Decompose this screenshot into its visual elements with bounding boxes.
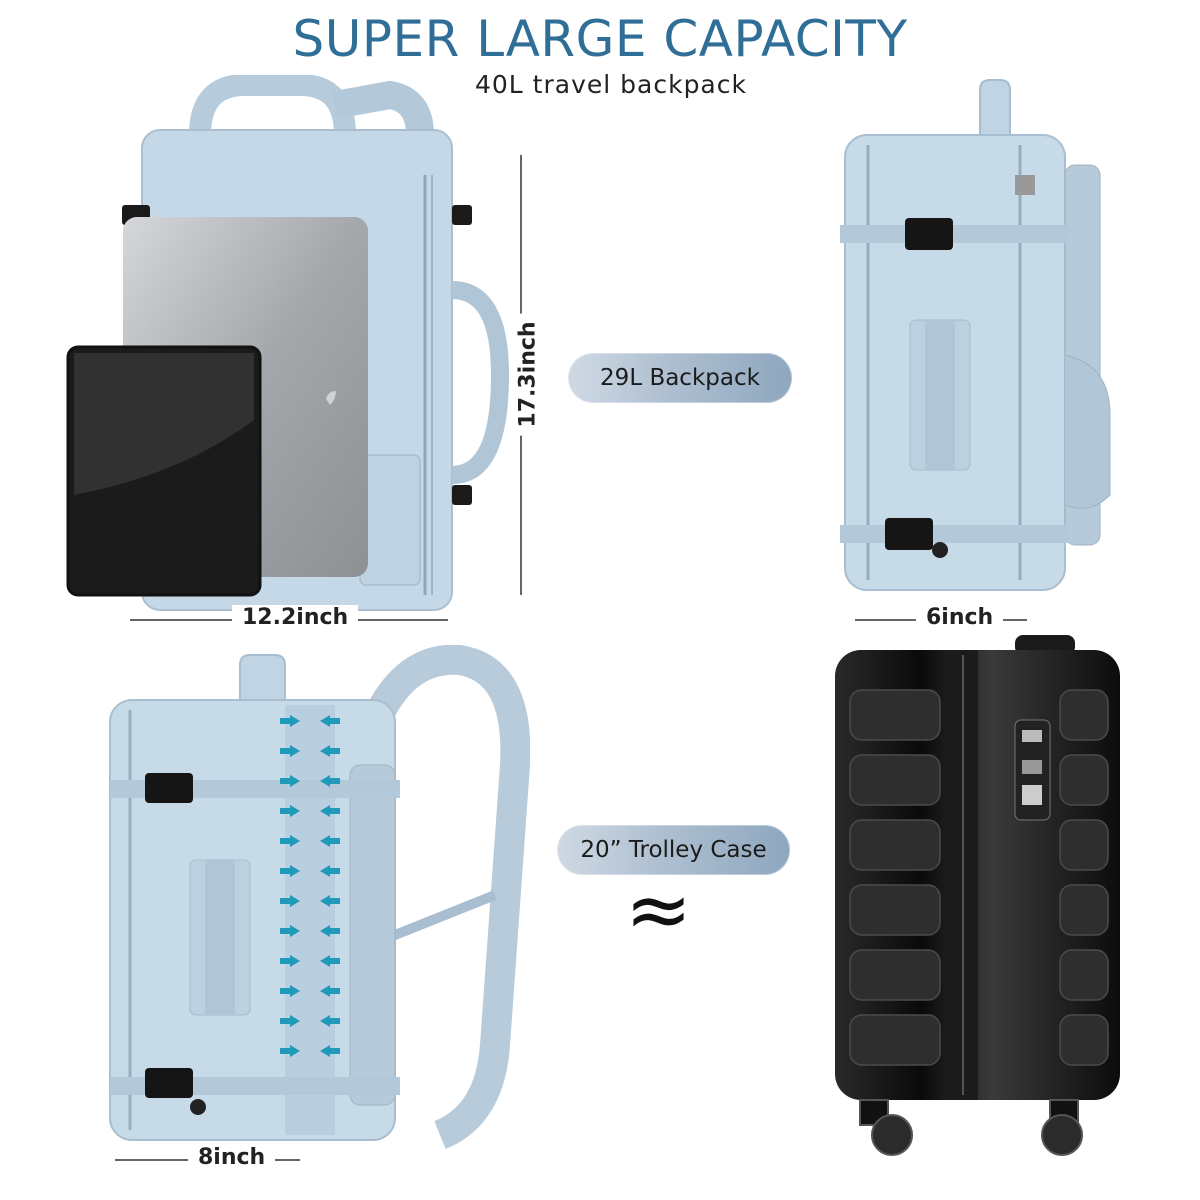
backpack-capacity-badge: 29L Backpack bbox=[568, 353, 792, 403]
approx-icon: ≈ bbox=[625, 863, 693, 956]
backpack-side-image bbox=[820, 75, 1120, 605]
trolley-suitcase-image bbox=[830, 635, 1130, 1160]
height-dimension-label: 17.3inch bbox=[515, 313, 541, 436]
page-subtitle: 40L travel backpack bbox=[475, 70, 747, 99]
backpack-expanded-image bbox=[100, 645, 530, 1150]
trolley-comparison-badge: 20” Trolley Case bbox=[557, 825, 790, 875]
width-dimension-label: 12.2inch bbox=[232, 605, 359, 630]
depth-dimension-label: 6inch bbox=[916, 605, 1004, 630]
page-title: SUPER LARGE CAPACITY bbox=[292, 10, 908, 68]
backpack-front-image bbox=[60, 75, 520, 615]
expanded-depth-dimension-label: 8inch bbox=[188, 1145, 276, 1170]
